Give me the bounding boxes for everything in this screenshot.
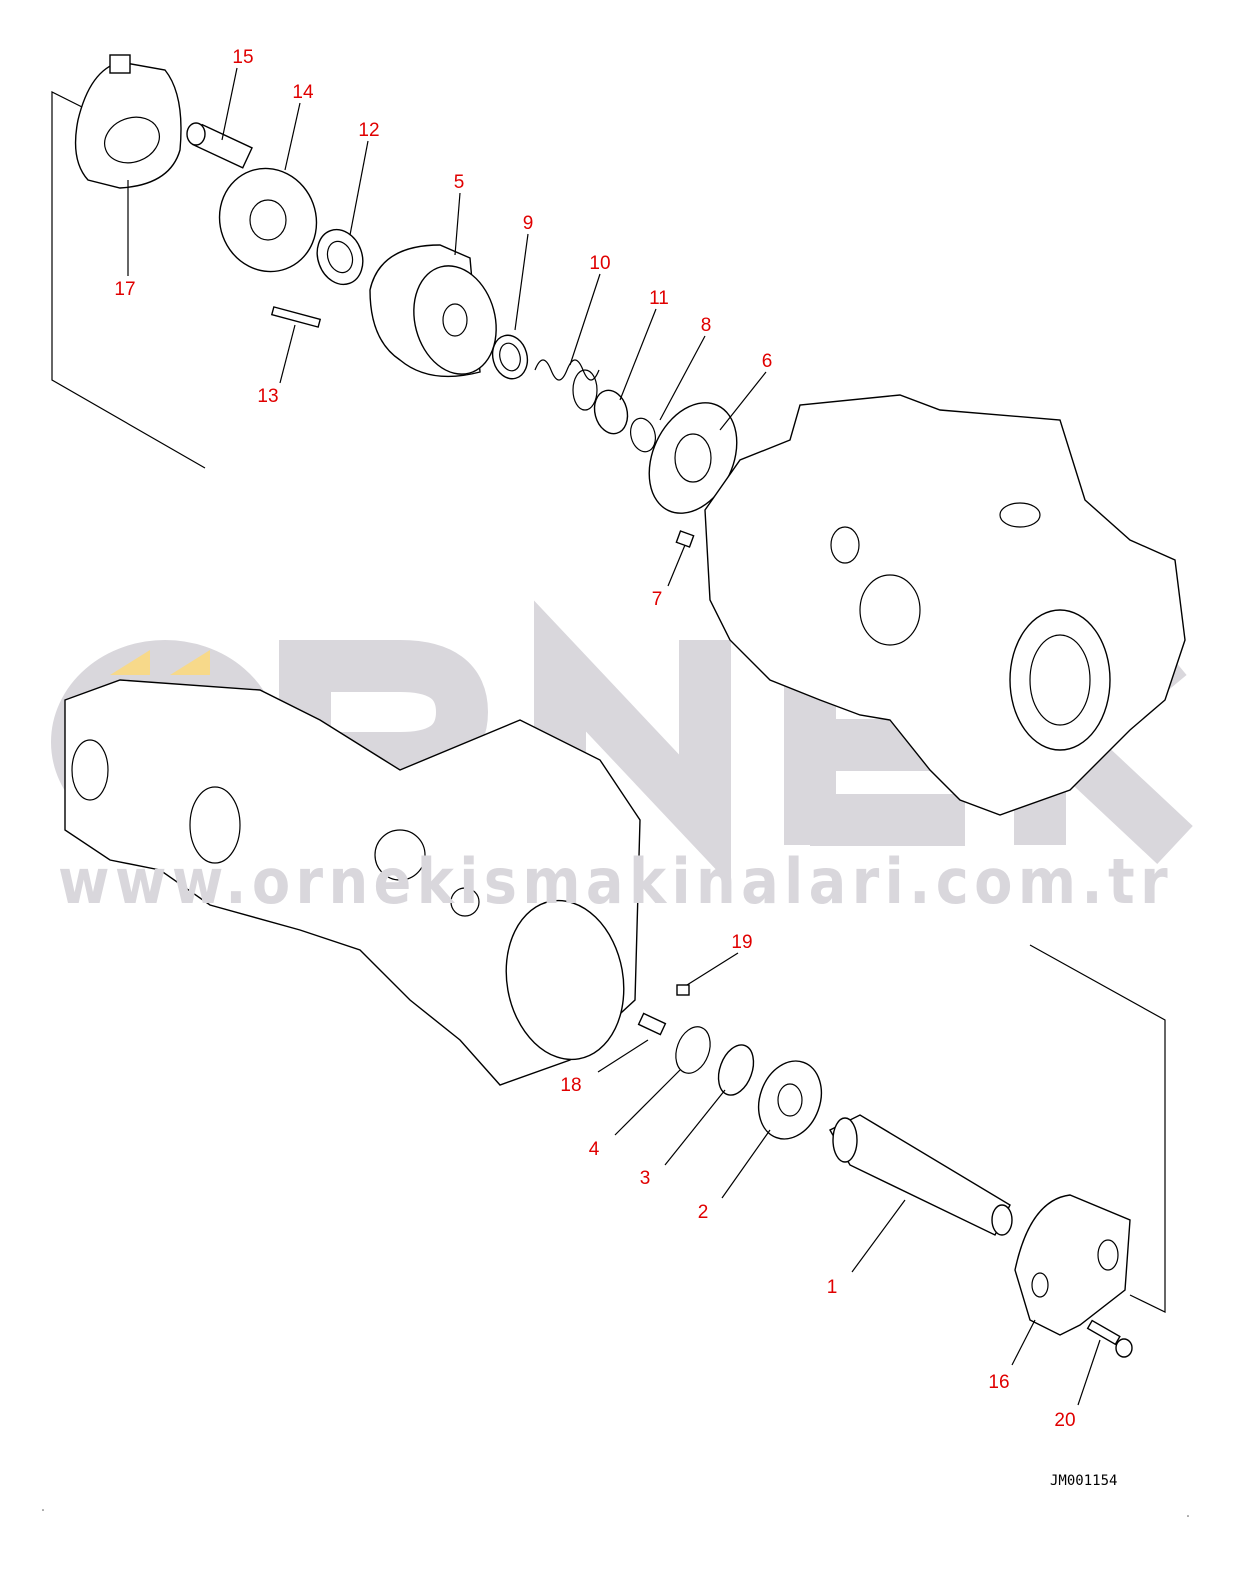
group-bracket-bottom bbox=[1029, 944, 1166, 1313]
callout-2: 2 bbox=[698, 1202, 709, 1223]
callout-4: 4 bbox=[589, 1139, 600, 1160]
leader-line-14 bbox=[284, 102, 301, 171]
callout-13: 13 bbox=[257, 386, 278, 407]
callout-6: 6 bbox=[762, 351, 773, 372]
part-3-ring bbox=[717, 1044, 755, 1096]
leader-line-1 bbox=[851, 1199, 906, 1273]
callout-11: 11 bbox=[649, 288, 669, 309]
leader-line-5 bbox=[454, 192, 461, 256]
part-15-shaft bbox=[186, 122, 253, 169]
watermark-url: www.ornekismakinalari.com.tr bbox=[58, 845, 1173, 918]
part-13-pin bbox=[270, 306, 322, 328]
leader-line-9 bbox=[514, 233, 529, 331]
callout-19: 19 bbox=[731, 932, 752, 953]
callout-9: 9 bbox=[523, 213, 534, 234]
callout-5: 5 bbox=[454, 172, 465, 193]
callout-8: 8 bbox=[701, 315, 712, 336]
leader-line-2 bbox=[721, 1129, 771, 1199]
callout-15: 15 bbox=[232, 47, 253, 68]
leader-line-3 bbox=[664, 1089, 726, 1166]
watermark-mark bbox=[170, 650, 210, 675]
callout-18: 18 bbox=[560, 1075, 581, 1096]
part-8-snap-ring bbox=[630, 417, 656, 453]
leader-line-4 bbox=[614, 1069, 681, 1136]
leader-line-8 bbox=[659, 335, 706, 421]
watermark-mark bbox=[110, 650, 150, 675]
pump-assembly-top bbox=[704, 394, 1186, 816]
part-20-bolt bbox=[1086, 1319, 1133, 1358]
corner-mark bbox=[1187, 1515, 1189, 1517]
part-11-ring bbox=[593, 389, 629, 435]
leader-line-15 bbox=[221, 67, 238, 141]
group-bracket-top bbox=[51, 91, 206, 469]
callout-17: 17 bbox=[114, 279, 135, 300]
part-14-retainer-plate bbox=[218, 167, 318, 273]
part-16-swash-plate bbox=[1014, 1194, 1131, 1336]
part-5-cylinder-block bbox=[369, 244, 497, 378]
part-18-pin bbox=[637, 1012, 667, 1036]
part-12-bearing bbox=[316, 228, 364, 286]
callout-20: 20 bbox=[1054, 1410, 1075, 1431]
callout-3: 3 bbox=[640, 1168, 651, 1189]
leader-line-12 bbox=[349, 140, 369, 236]
part-10-spring bbox=[534, 359, 600, 411]
part-1-shaft bbox=[829, 1114, 1013, 1236]
callout-10: 10 bbox=[589, 253, 610, 274]
leader-line-18 bbox=[597, 1039, 649, 1073]
callout-7: 7 bbox=[652, 589, 663, 610]
part-2-bearing bbox=[757, 1060, 823, 1140]
leader-line-16 bbox=[1011, 1319, 1036, 1366]
leader-line-6 bbox=[719, 371, 767, 431]
part-7-pin bbox=[675, 530, 695, 548]
part-19-plug bbox=[676, 984, 690, 996]
part-9-spacer bbox=[491, 334, 529, 380]
callout-12: 12 bbox=[358, 120, 379, 141]
callout-1: 1 bbox=[827, 1277, 838, 1298]
leader-line-10 bbox=[569, 273, 601, 366]
leader-line-13 bbox=[279, 324, 296, 384]
callout-16: 16 bbox=[988, 1372, 1009, 1393]
part-4-snap-ring bbox=[675, 1026, 711, 1074]
corner-mark bbox=[42, 1509, 44, 1511]
leader-line-20 bbox=[1077, 1339, 1101, 1406]
leader-line-7 bbox=[667, 544, 686, 587]
leader-line-11 bbox=[619, 308, 657, 401]
part-17-end-cap bbox=[74, 54, 182, 189]
pump-assembly-bottom bbox=[64, 679, 641, 1086]
leader-line-19 bbox=[686, 952, 739, 986]
callout-14: 14 bbox=[292, 82, 314, 103]
drawing-code: JM001154 bbox=[1050, 1473, 1117, 1489]
